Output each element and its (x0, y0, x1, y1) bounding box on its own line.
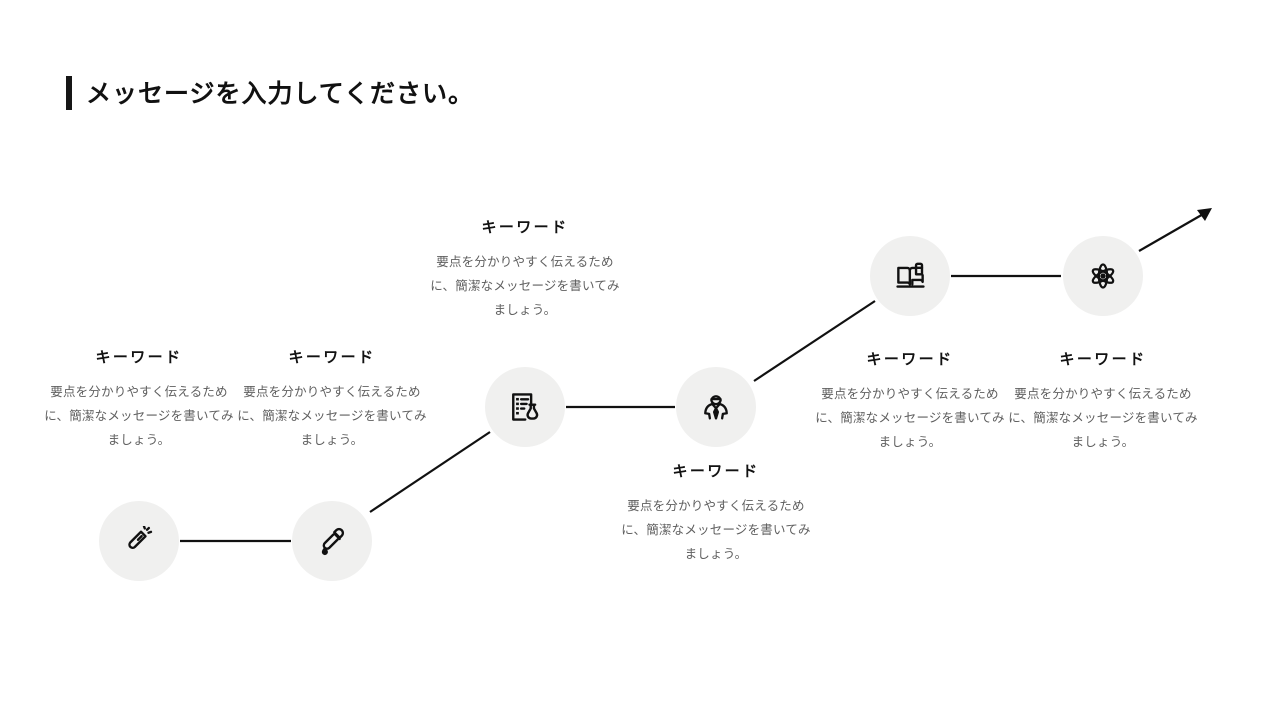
step-title-2: キーワード (288, 348, 376, 366)
step-body-2: 要点を分かりやすく伝えるために、簡潔なメッセージを書いてみましょう。 (237, 384, 427, 447)
lab-report-icon (509, 391, 541, 423)
title-accent-bar (66, 76, 72, 111)
atom-icon (1088, 261, 1118, 291)
step-circle-2[interactable] (292, 501, 372, 581)
step-node-2[interactable] (292, 501, 372, 581)
scientist-icon (701, 392, 731, 422)
step-title-4: キーワード (672, 462, 760, 480)
step-text-5: キーワード 要点を分かりやすく伝えるために、簡潔なメッセージを書いてみましょう。 (815, 350, 1005, 454)
step-body-6: 要点を分かりやすく伝えるために、簡潔なメッセージを書いてみましょう。 (1008, 386, 1198, 449)
step-node-5[interactable] (870, 236, 950, 316)
step-text-6: キーワード 要点を分かりやすく伝えるために、簡潔なメッセージを書いてみましょう。 (1008, 350, 1198, 454)
step-circle-4[interactable] (676, 367, 756, 447)
step-title-5: キーワード (866, 350, 954, 368)
step-text-4: キーワード 要点を分かりやすく伝えるために、簡潔なメッセージを書いてみましょう。 (621, 462, 811, 566)
step-title-6: キーワード (1059, 350, 1147, 368)
page-header: メッセージを入力してください。 (66, 64, 474, 123)
page-title: メッセージを入力してください。 (86, 78, 475, 108)
step-node-3[interactable] (485, 367, 565, 447)
step-title-1: キーワード (95, 348, 183, 366)
step-body-4: 要点を分かりやすく伝えるために、簡潔なメッセージを書いてみましょう。 (621, 498, 811, 561)
step-body-3: 要点を分かりやすく伝えるために、簡潔なメッセージを書いてみましょう。 (430, 254, 620, 317)
step-text-3: キーワード 要点を分かりやすく伝えるために、簡潔なメッセージを書いてみましょう。 (430, 218, 620, 322)
step-circle-1[interactable] (99, 501, 179, 581)
step-node-4[interactable] (676, 367, 756, 447)
step-node-6[interactable] (1063, 236, 1143, 316)
test-tube-icon (124, 526, 154, 556)
arrow-head-icon (1197, 208, 1212, 221)
step-circle-5[interactable] (870, 236, 950, 316)
step-text-2: キーワード 要点を分かりやすく伝えるために、簡潔なメッセージを書いてみましょう。 (237, 348, 427, 452)
dropper-icon (317, 526, 347, 556)
step-body-5: 要点を分かりやすく伝えるために、簡潔なメッセージを書いてみましょう。 (815, 386, 1005, 449)
step-text-1: キーワード 要点を分かりやすく伝えるために、簡潔なメッセージを書いてみましょう。 (44, 348, 234, 452)
book-pen-icon (895, 261, 926, 292)
step-node-1[interactable] (99, 501, 179, 581)
step-title-3: キーワード (481, 218, 569, 236)
connector-arrow-line (1138, 212, 1206, 252)
step-circle-6[interactable] (1063, 236, 1143, 316)
step-circle-3[interactable] (485, 367, 565, 447)
step-body-1: 要点を分かりやすく伝えるために、簡潔なメッセージを書いてみましょう。 (44, 384, 234, 447)
